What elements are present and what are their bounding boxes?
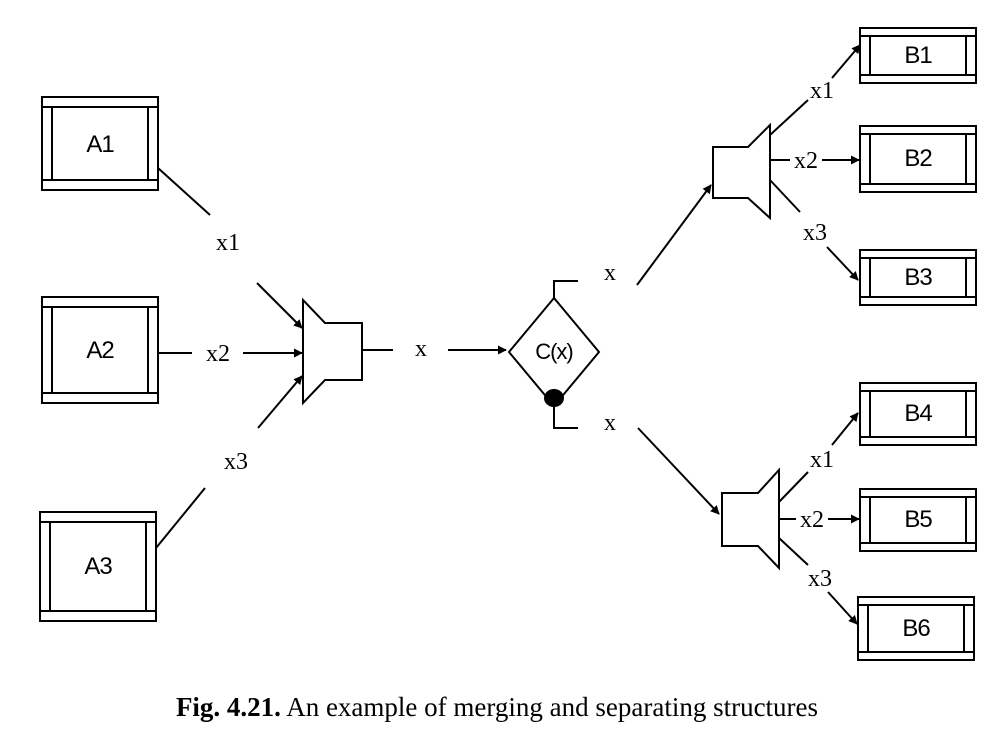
- merge-connector: [302, 297, 363, 406]
- flow-label-x3-merge: x3: [224, 449, 248, 475]
- label-b2: B2: [904, 145, 932, 172]
- target-box-b4: [859, 382, 977, 446]
- split-line-b3: [769, 179, 801, 213]
- label-a2: A2: [86, 337, 114, 364]
- false-branch-label: x: [604, 410, 616, 436]
- flow-line-a3-upper: [155, 487, 206, 549]
- flow-label-b6: x3: [808, 566, 832, 592]
- label-a1: A1: [86, 131, 114, 158]
- source-box-a1: [41, 96, 159, 191]
- source-box-a2: [41, 296, 159, 404]
- flow-arrow-x1-merge: [256, 282, 303, 329]
- split-line-b4: [778, 471, 809, 503]
- flow-label-b2: x2: [794, 148, 818, 174]
- false-branch-dot: [544, 389, 564, 407]
- target-box-b5: [859, 488, 977, 552]
- split-arrow-b3: [826, 246, 859, 281]
- target-box-b1: [859, 27, 977, 84]
- condition-label: C(x): [535, 339, 573, 364]
- true-branch-stub: [553, 280, 578, 298]
- merged-flow-label: x: [415, 336, 427, 362]
- flow-label-b1: x1: [810, 78, 834, 104]
- target-box-b6: [857, 596, 975, 661]
- figure-number: Fig. 4.21.: [175, 692, 281, 722]
- split-line-b1: [769, 99, 809, 136]
- label-b3: B3: [904, 264, 932, 291]
- target-box-b3: [859, 249, 977, 306]
- flow-line-a1-upper: [157, 167, 211, 216]
- label-b6: B6: [902, 615, 930, 642]
- flow-label-x1-merge: x1: [216, 230, 240, 256]
- split-arrow-b4: [831, 412, 859, 446]
- label-b4: B4: [904, 400, 932, 427]
- false-branch-arrow: [637, 427, 720, 515]
- false-branch-stub: [553, 406, 578, 429]
- split-arrow-b1: [831, 44, 861, 79]
- flow-label-x2-merge: x2: [206, 341, 230, 367]
- flow-label-b5: x2: [800, 507, 824, 533]
- merge-separate-diagram: A1 A2 A3 B1 B2 B3 B4 B5 B6 x1 x2 x3 x C(…: [39, 27, 977, 661]
- source-box-a3: [39, 511, 157, 622]
- true-branch-label: x: [604, 260, 616, 286]
- label-b5: B5: [904, 506, 932, 533]
- split-line-b6: [778, 537, 809, 566]
- figure-caption-text: An example of merging and separating str…: [286, 692, 819, 722]
- figure-caption: Fig. 4.21. An example of merging and sep…: [0, 692, 994, 723]
- label-b1: B1: [904, 42, 932, 69]
- true-branch-arrow: [636, 184, 712, 286]
- upper-split-connector: [712, 122, 771, 221]
- target-box-b2: [859, 125, 977, 193]
- lower-split-connector: [721, 467, 780, 571]
- flow-label-b4: x1: [810, 447, 834, 473]
- flow-label-b3: x3: [803, 220, 827, 246]
- label-a3: A3: [84, 553, 112, 580]
- split-arrow-b6: [827, 591, 858, 625]
- flow-arrow-x3-merge: [257, 375, 303, 429]
